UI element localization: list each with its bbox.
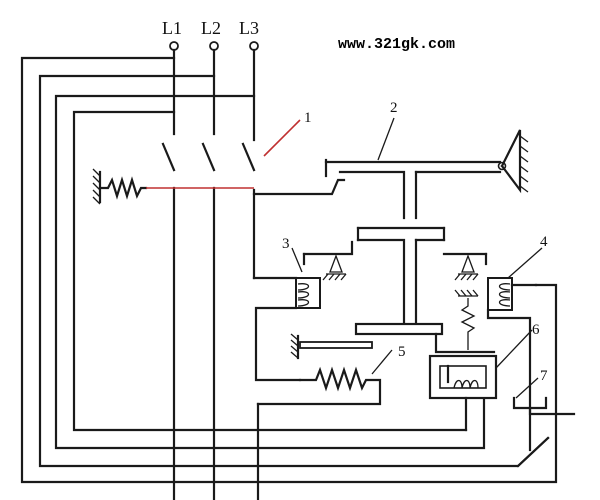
armature-plunger xyxy=(354,226,446,336)
main-contacts xyxy=(161,142,260,500)
trip-spring-5 xyxy=(256,333,382,406)
trip-linkage-2 xyxy=(252,129,529,220)
part-label-6: 6 xyxy=(532,322,540,338)
stop-button-7 xyxy=(512,396,550,468)
overcurrent-relay-3 xyxy=(252,240,354,382)
outer-control-loops xyxy=(20,56,558,484)
part-label-1: 1 xyxy=(304,110,312,126)
part-label-7: 7 xyxy=(540,368,548,384)
terminal-label-l3: L3 xyxy=(239,18,259,38)
terminal-l3 xyxy=(249,41,259,142)
terminal-label-l2: L2 xyxy=(201,18,221,38)
watermark: www.321gk.com xyxy=(338,36,455,53)
left-spring-anchor xyxy=(92,168,254,205)
part-label-2: 2 xyxy=(390,100,398,116)
part-label-3: 3 xyxy=(282,236,290,252)
terminal-label-l1: L1 xyxy=(162,18,182,38)
part-label-5: 5 xyxy=(398,344,406,360)
terminal-l1 xyxy=(169,41,179,136)
thermal-relay-6 xyxy=(428,332,498,432)
terminal-l2 xyxy=(209,41,219,136)
undervoltage-relay-4 xyxy=(442,252,576,416)
leader-lines xyxy=(263,117,543,399)
part-label-4: 4 xyxy=(540,234,548,250)
